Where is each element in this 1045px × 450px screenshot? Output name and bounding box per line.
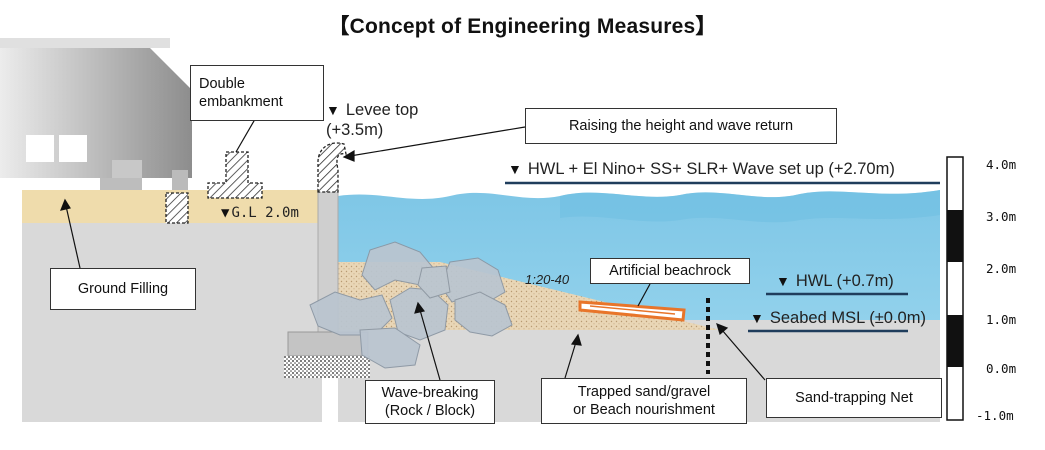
- embankment-footing: [165, 192, 189, 224]
- scale-tick: 1.0m: [986, 312, 1017, 327]
- scale-tick: 2.0m: [986, 261, 1017, 276]
- ground-filling-callout: Ground Filling: [50, 268, 196, 310]
- house: [0, 38, 192, 190]
- triangle-marker-icon: ▼: [221, 205, 230, 221]
- scale-tick: 3.0m: [986, 209, 1017, 224]
- elevation-scale-bar: [946, 156, 964, 421]
- raising-height-callout: Raising the height and wave return: [525, 108, 837, 144]
- ground-level-label: ▼G.L 2.0m: [221, 205, 299, 221]
- levee-top-label: ▼Levee top (+3.5m): [326, 101, 419, 139]
- scale-tick: -1.0m: [976, 408, 1014, 423]
- slope-ratio-label: 1:20-40: [525, 272, 570, 287]
- triangle-marker-icon: ▼: [326, 102, 340, 118]
- scale-tick: 0.0m: [986, 361, 1017, 376]
- double-embankment-callout: Double embankment: [190, 65, 324, 121]
- trapped-sand-callout: Trapped sand/gravel or Beach nourishment: [541, 378, 747, 424]
- sand-trapping-net-callout: Sand-trapping Net: [766, 378, 942, 418]
- double-embankment-shape: [207, 151, 263, 199]
- ground-base: [22, 222, 322, 422]
- scale-tick: 4.0m: [986, 157, 1017, 172]
- wave-breaking-callout: Wave-breaking (Rock / Block): [365, 380, 495, 424]
- wave-breaking-blocks: [309, 241, 513, 369]
- hwl-combined-label: ▼HWL + El Nino+ SS+ SLR+ Wave set up (+2…: [508, 160, 895, 178]
- artificial-beachrock-shape: [578, 300, 686, 322]
- artificial-beachrock-callout: Artificial beachrock: [590, 258, 750, 284]
- triangle-marker-icon: ▼: [750, 310, 764, 326]
- gravel-base: [284, 356, 370, 378]
- triangle-marker-icon: ▼: [508, 161, 522, 177]
- seawall-footing: [287, 331, 369, 357]
- diagram-title: 【Concept of Engineering Measures】: [328, 15, 717, 38]
- hwl-label: ▼HWL (+0.7m): [776, 272, 894, 290]
- triangle-marker-icon: ▼: [776, 273, 790, 289]
- seabed-label: ▼Seabed MSL (±0.0m): [750, 309, 926, 327]
- wave-return-shape: [317, 142, 347, 193]
